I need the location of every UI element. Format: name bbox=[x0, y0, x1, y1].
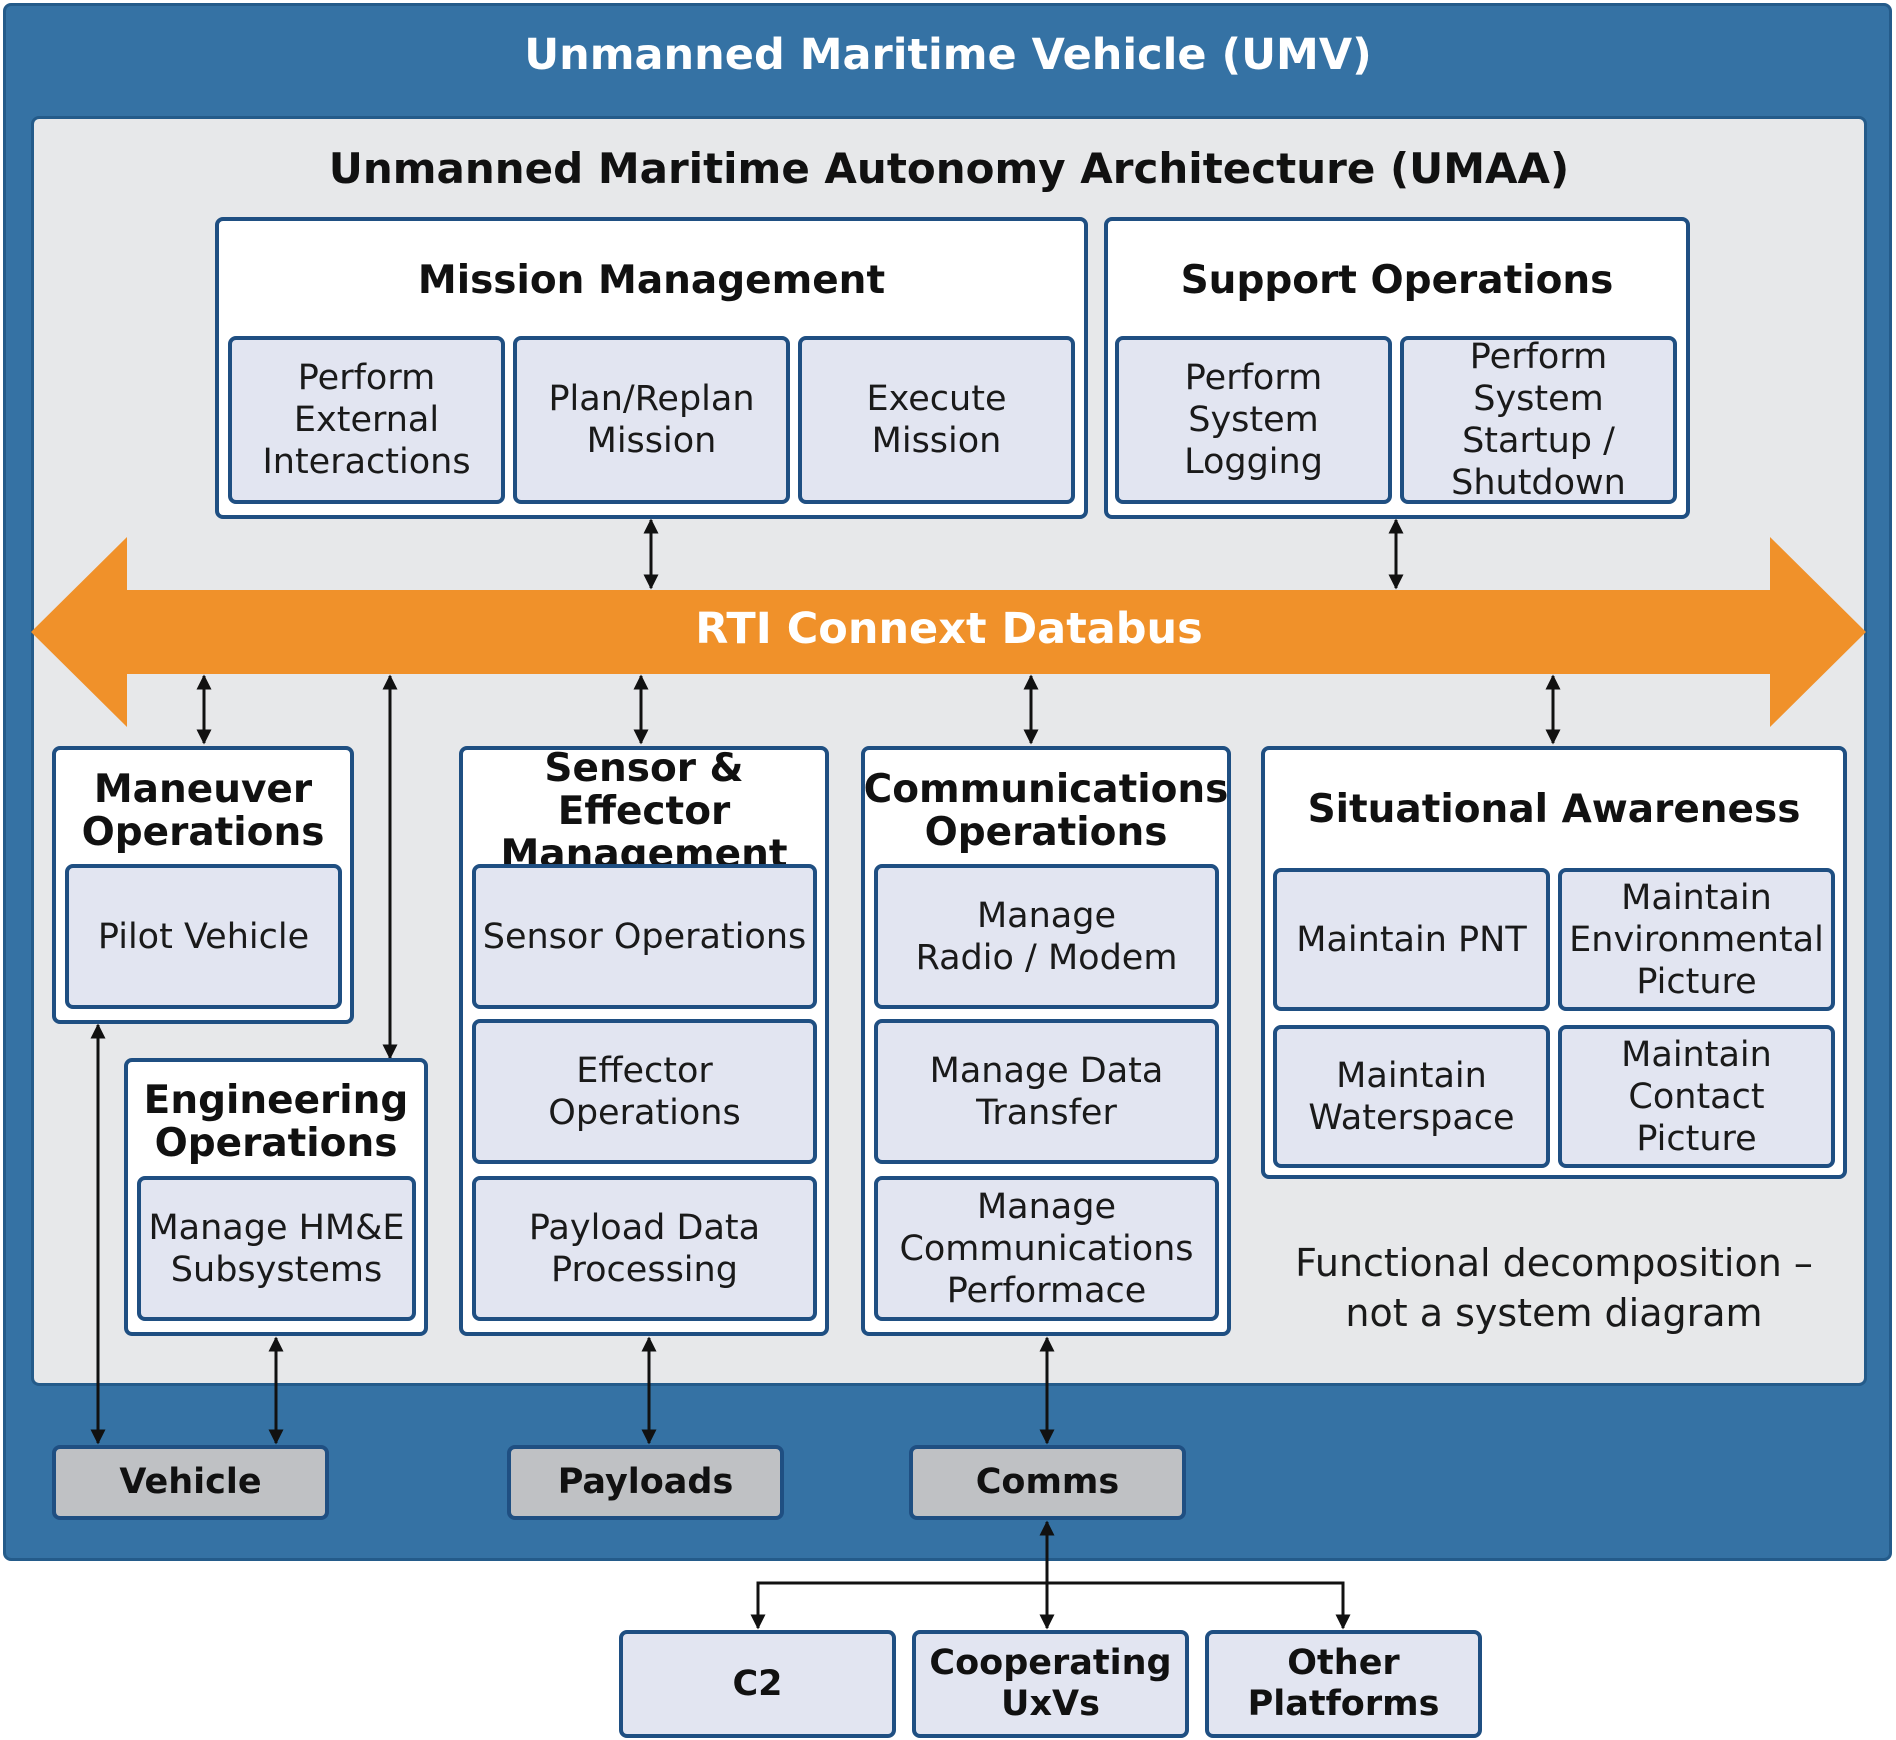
external-cooperating-uxvs[interactable]: Cooperating UxVs bbox=[912, 1630, 1189, 1738]
function-execute-mission[interactable]: Execute Mission bbox=[798, 336, 1075, 504]
engineering-operations-title: Engineering Operations bbox=[143, 1078, 409, 1166]
sensor-effector-management-title: Sensor & Effector Management bbox=[500, 745, 787, 876]
function-perform-system-startup-shutdown[interactable]: Perform System Startup / Shutdown bbox=[1400, 336, 1677, 504]
connector-platforms-branch bbox=[1047, 1581, 1351, 1630]
function-manage-hme-subsystems[interactable]: Manage HM&E Subsystems bbox=[137, 1176, 416, 1321]
function-sensor-operations[interactable]: Sensor Operations bbox=[472, 864, 817, 1009]
function-maintain-pnt[interactable]: Maintain PNT bbox=[1273, 868, 1550, 1011]
function-payload-data-processing[interactable]: Payload Data Processing bbox=[472, 1176, 817, 1321]
function-maintain-contact-picture[interactable]: Maintain Contact Picture bbox=[1558, 1025, 1835, 1168]
interface-payloads[interactable]: Payloads bbox=[507, 1445, 784, 1520]
function-effector-operations[interactable]: Effector Operations bbox=[472, 1019, 817, 1164]
databus-arrow bbox=[31, 537, 1866, 727]
function-manage-communications-performance[interactable]: Manage Communications Performace bbox=[874, 1176, 1219, 1321]
function-maintain-environmental-picture[interactable]: Maintain Environmental Picture bbox=[1558, 868, 1835, 1011]
diagram-note: Functional decomposition – not a system … bbox=[1295, 1241, 1813, 1335]
external-c2[interactable]: C2 bbox=[619, 1630, 896, 1738]
external-other-platforms[interactable]: Other Platforms bbox=[1205, 1630, 1482, 1738]
function-pilot-vehicle[interactable]: Pilot Vehicle bbox=[65, 864, 342, 1009]
support-operations-title: Support Operations bbox=[1180, 257, 1614, 303]
interface-vehicle[interactable]: Vehicle bbox=[52, 1445, 329, 1520]
databus-label: RTI Connext Databus bbox=[695, 604, 1203, 654]
situational-awareness-title: Situational Awareness bbox=[1307, 786, 1801, 832]
umaa-title: Unmanned Maritime Autonomy Architecture … bbox=[328, 144, 1570, 193]
function-plan-replan-mission[interactable]: Plan/Replan Mission bbox=[513, 336, 790, 504]
function-perform-external-interactions[interactable]: Perform External Interactions bbox=[228, 336, 505, 504]
mission-management-title: Mission Management bbox=[417, 257, 886, 303]
connector-c2-branch bbox=[750, 1581, 1047, 1630]
function-maintain-waterspace[interactable]: Maintain Waterspace bbox=[1273, 1025, 1550, 1168]
maneuver-operations-title: Maneuver Operations bbox=[81, 767, 325, 855]
communications-operations-title: Communications Operations bbox=[863, 767, 1229, 855]
function-manage-data-transfer[interactable]: Manage Data Transfer bbox=[874, 1019, 1219, 1164]
interface-comms[interactable]: Comms bbox=[909, 1445, 1186, 1520]
function-perform-system-logging[interactable]: Perform System Logging bbox=[1115, 336, 1392, 504]
umv-title: Unmanned Maritime Vehicle (UMV) bbox=[524, 30, 1372, 80]
function-manage-radio-modem[interactable]: Manage Radio / Modem bbox=[874, 864, 1219, 1009]
